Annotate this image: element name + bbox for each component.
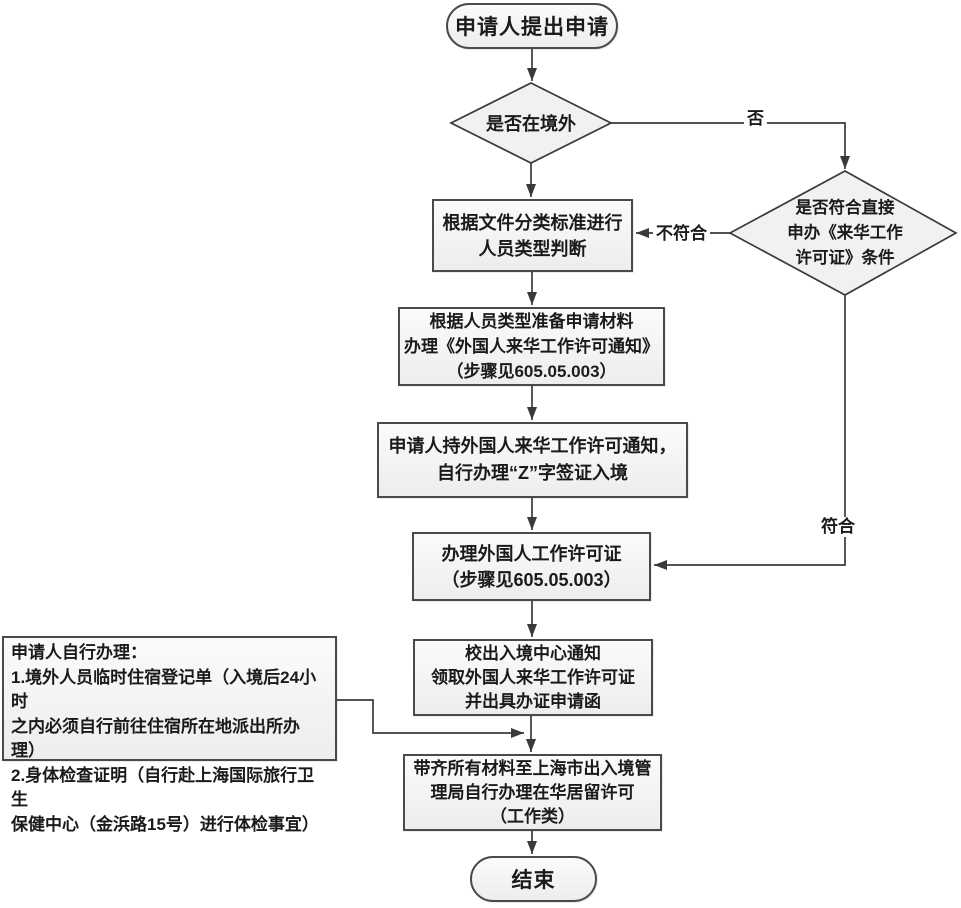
edge-side-note-join	[337, 699, 524, 738]
process-work-permit: 办理外国人工作许可证 （步骤见605.05.003）	[412, 532, 651, 601]
side-note-self-handle: 申请人自行办理： 1.境外人员临时住宿登记单（入境后24小时 之内必须自行前往住…	[2, 636, 337, 834]
process-z-visa-entry: 申请人持外国人来华工作许可通知， 自行办理“Z”字签证入境	[377, 422, 688, 498]
decision-is-abroad-label: 是否在境外	[486, 114, 576, 134]
process-classify-person-type: 根据文件分类标准进行 人员类型判断	[432, 199, 633, 272]
edge-label-not-eligible: 不符合	[653, 224, 710, 244]
start-terminator: 申请人提出申请	[446, 3, 618, 49]
process-collect-permit: 校出入境中心通知 领取外国人来华工作许可证 并出具办证申请函	[413, 639, 653, 716]
decision-eligible-label: 是否符合直接 申办《来华工作 许可证》条件	[787, 198, 903, 267]
edge-label-eligible: 符合	[818, 517, 858, 537]
process-residence-permit: 带齐所有材料至上海市出入境管 理局自行办理在华居留许可 （工作类）	[403, 754, 662, 831]
edge-eligible-branch	[654, 295, 846, 570]
edge-no-branch	[611, 122, 850, 169]
process-prepare-materials: 根据人员类型准备申请材料 办理《外国人来华工作许可通知》 （步骤见605.05.…	[398, 307, 665, 386]
edge-label-no: 否	[744, 109, 767, 129]
end-terminator: 结束	[470, 856, 597, 902]
